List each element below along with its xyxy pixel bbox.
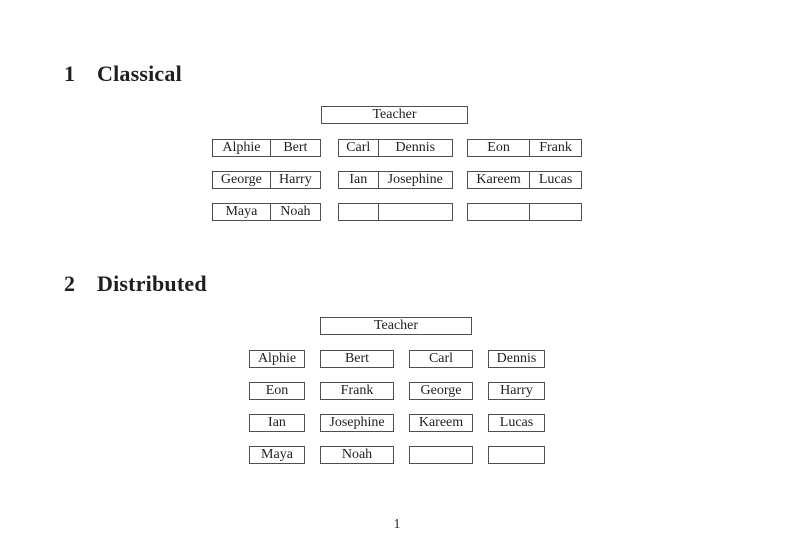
seat-label: Noah	[341, 447, 373, 462]
seat-box: Kareem	[409, 414, 473, 432]
seat-box: Eon	[249, 382, 305, 400]
seat-label: Kareem	[418, 415, 464, 430]
seat-box-empty	[409, 446, 473, 464]
desk-box: Maya Noah	[212, 203, 321, 221]
teacher-box-distributed: Teacher	[320, 317, 472, 335]
desk-box: Ian Josephine	[338, 171, 453, 189]
desk-seat-left	[339, 204, 379, 220]
teacher-label: Teacher	[372, 107, 417, 122]
page-number: 1	[393, 517, 401, 532]
seat-label: Dennis	[496, 351, 537, 366]
seat-label: Josephine	[329, 415, 385, 430]
seat-label: Lucas	[499, 415, 534, 430]
desk-seat-right: Frank	[539, 140, 572, 155]
desk-seat-left: George	[213, 172, 271, 188]
seat-box: Carl	[409, 350, 473, 368]
desk-seat-right: Lucas	[538, 172, 573, 187]
desk-seat-left: Carl	[339, 140, 379, 156]
seat-box: Maya	[249, 446, 305, 464]
teacher-box-classical: Teacher	[321, 106, 468, 124]
desk-box-empty	[467, 203, 582, 221]
desk-seat-right	[379, 204, 452, 220]
seat-label: Ian	[268, 415, 286, 430]
section-number: 2	[64, 271, 76, 296]
seat-label: Alphie	[257, 351, 297, 366]
seat-box: George	[409, 382, 473, 400]
seat-label: Bert	[344, 351, 370, 366]
seat-label: Maya	[261, 447, 293, 462]
section-heading-classical: 1 Classical	[64, 62, 182, 86]
seat-label: George	[420, 383, 462, 398]
desk-seat-left: Maya	[213, 204, 271, 220]
desk-seat-left: Kareem	[468, 172, 531, 188]
desk-box: George Harry	[212, 171, 321, 189]
section-title: Classical	[97, 61, 182, 86]
seat-label: Frank	[340, 383, 374, 398]
seat-box: Alphie	[249, 350, 305, 368]
seat-box: Ian	[249, 414, 305, 432]
seat-box-empty	[488, 446, 545, 464]
seat-box: Frank	[320, 382, 394, 400]
section-heading-distributed: 2 Distributed	[64, 272, 207, 296]
seat-box: Bert	[320, 350, 394, 368]
desk-seat-right: Harry	[279, 172, 312, 187]
teacher-label: Teacher	[373, 318, 419, 333]
desk-seat-left: Ian	[339, 172, 379, 188]
seat-label: Carl	[428, 351, 454, 366]
seat-label: Eon	[265, 383, 289, 398]
desk-seat-right: Josephine	[387, 172, 443, 187]
desk-seat-right	[530, 204, 581, 220]
desk-seat-left: Eon	[468, 140, 531, 156]
desk-seat-right: Noah	[280, 204, 311, 219]
desk-box: Alphie Bert	[212, 139, 321, 157]
seat-box: Harry	[488, 382, 545, 400]
desk-box-empty	[338, 203, 453, 221]
desk-box: Kareem Lucas	[467, 171, 582, 189]
seat-box: Lucas	[488, 414, 545, 432]
section-title: Distributed	[97, 271, 207, 296]
desk-seat-right: Dennis	[395, 140, 436, 155]
desk-seat-left	[468, 204, 531, 220]
seat-box: Dennis	[488, 350, 545, 368]
desk-seat-right: Bert	[283, 140, 308, 155]
section-number: 1	[64, 61, 76, 86]
desk-box: Eon Frank	[467, 139, 582, 157]
seat-label: Harry	[500, 383, 533, 398]
seat-box: Josephine	[320, 414, 394, 432]
desk-seat-left: Alphie	[213, 140, 271, 156]
desk-box: Carl Dennis	[338, 139, 453, 157]
seat-box: Noah	[320, 446, 394, 464]
